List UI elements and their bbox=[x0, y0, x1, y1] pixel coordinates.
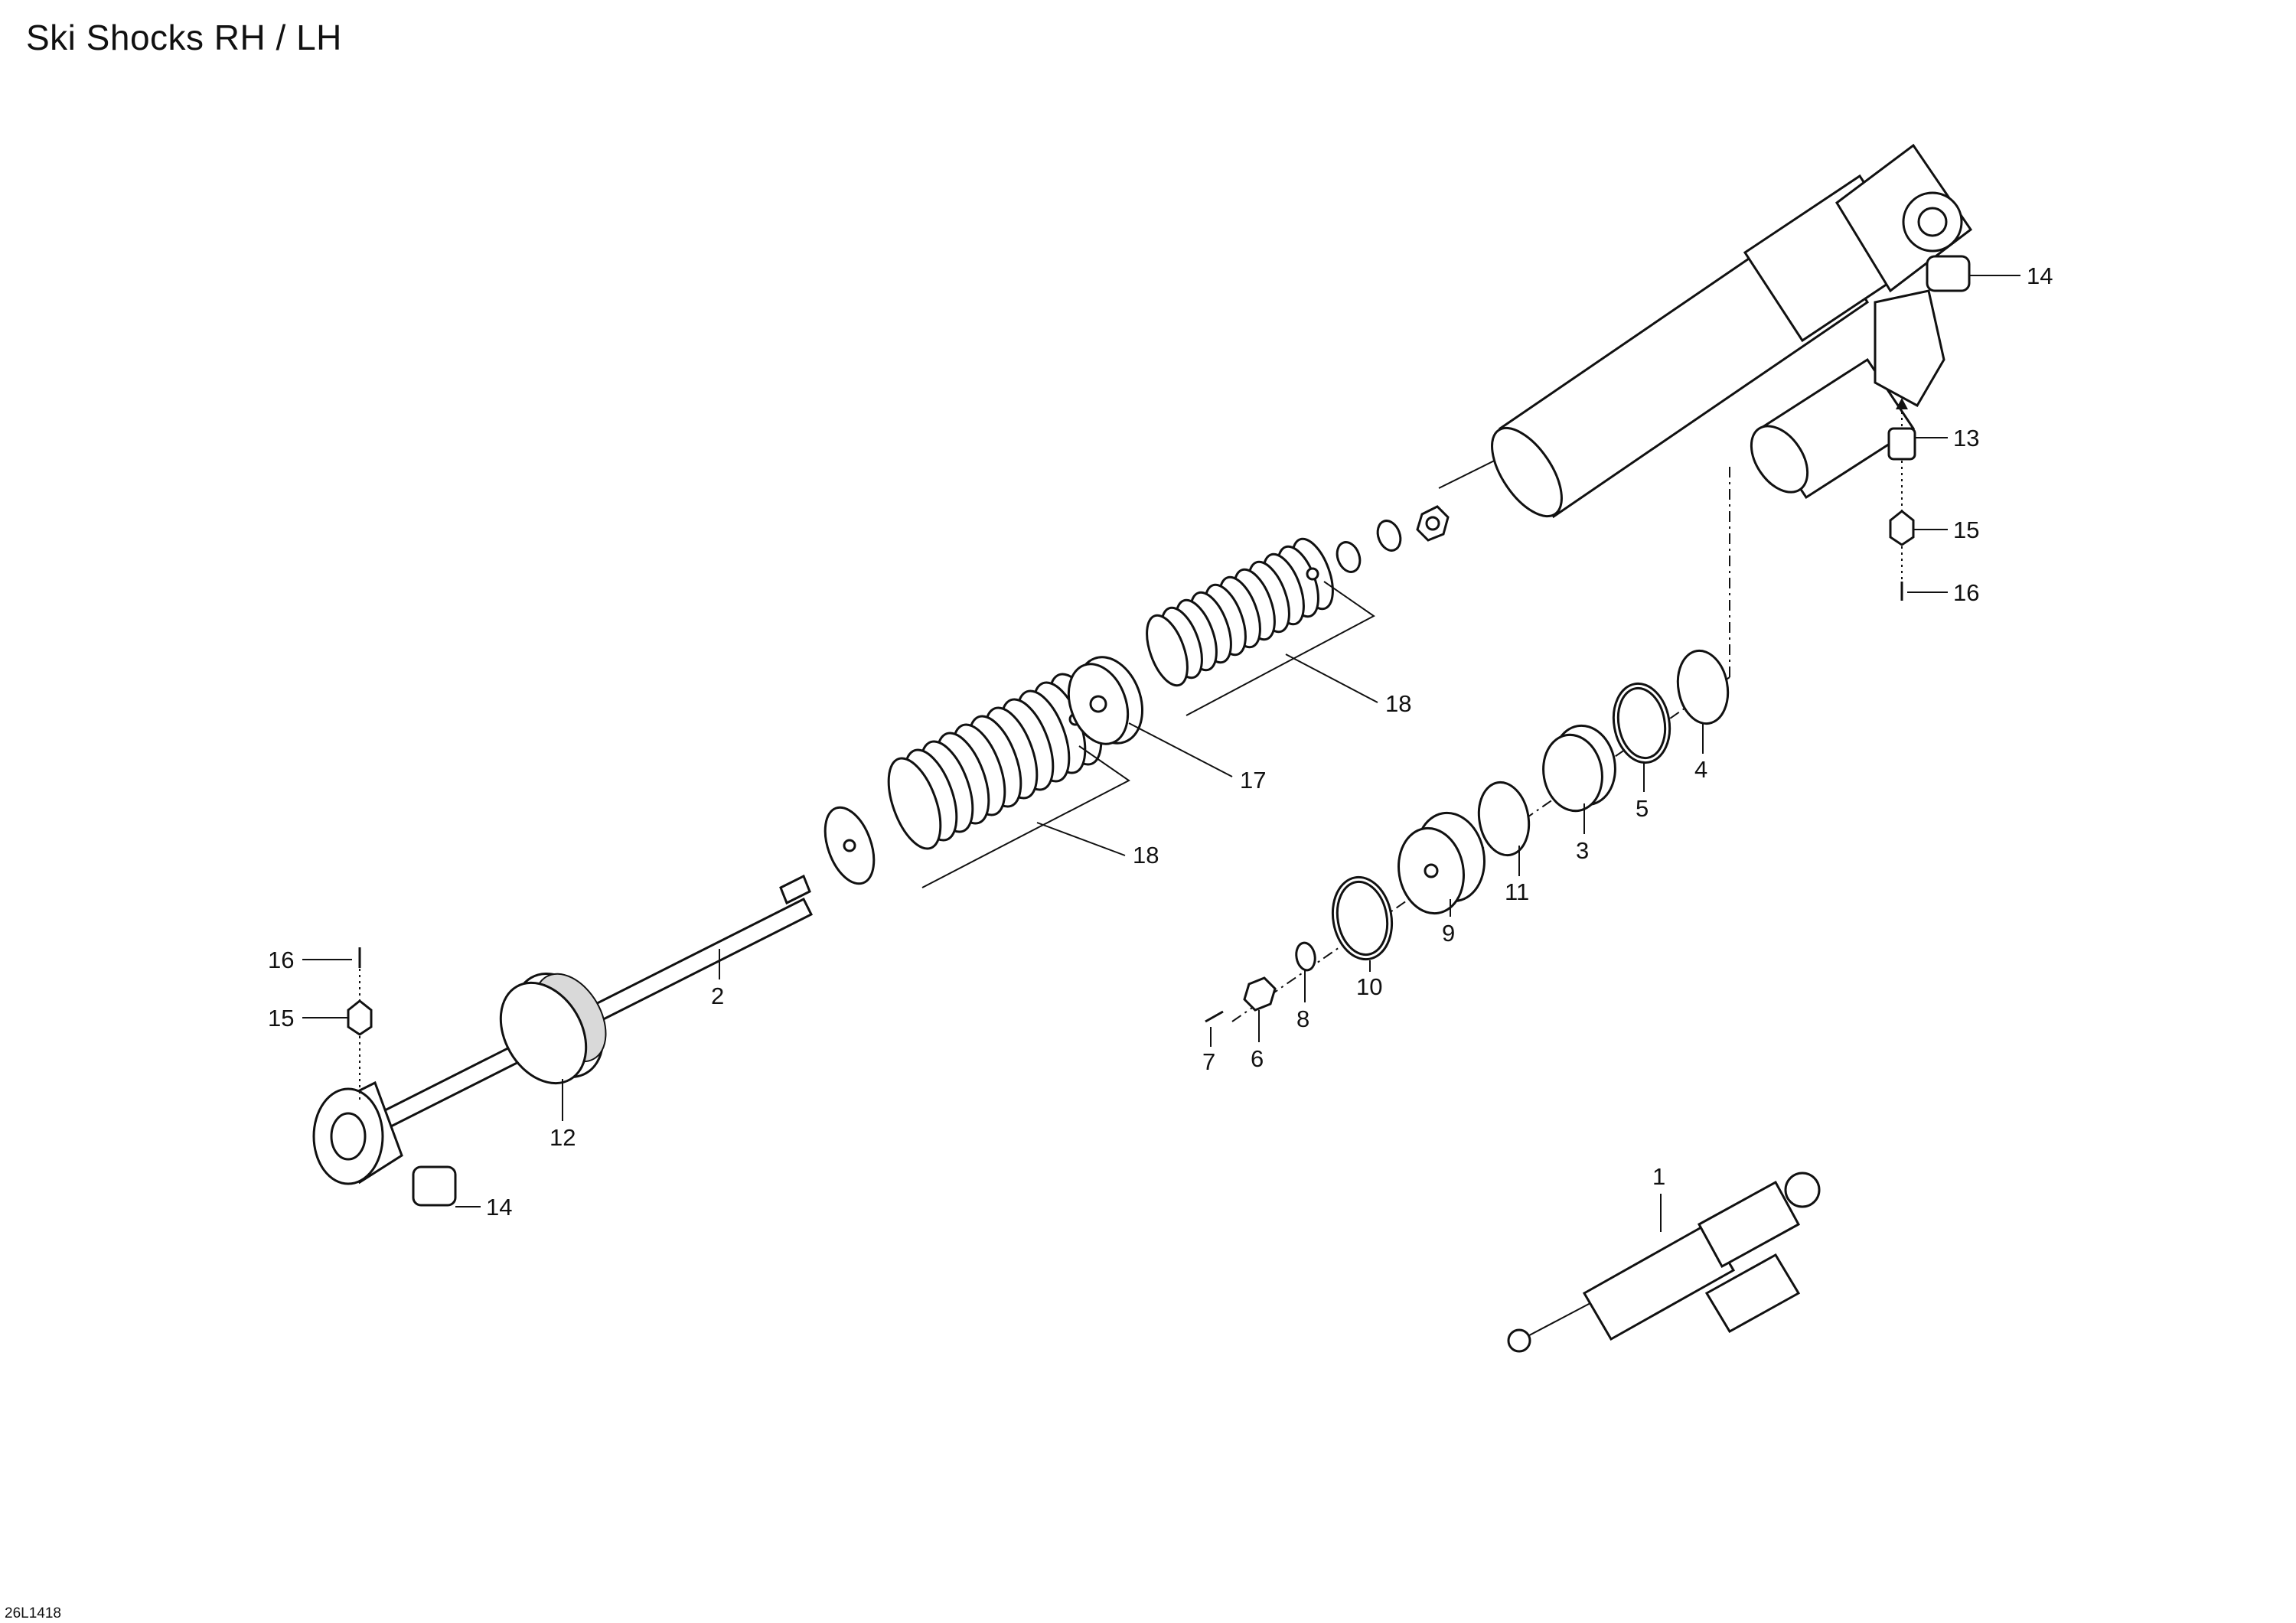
callout-6: 6 bbox=[1251, 1045, 1264, 1072]
callout-14-top: 14 bbox=[2027, 262, 2053, 289]
figure-code: 26L1418 bbox=[5, 1605, 61, 1621]
callout-18-upper: 18 bbox=[1385, 690, 1411, 717]
callout-15-low: 15 bbox=[268, 1005, 294, 1031]
callout-11: 11 bbox=[1505, 878, 1529, 905]
spring-coil bbox=[1146, 614, 1189, 687]
hardware-upper bbox=[1887, 255, 1971, 601]
callout-14-low: 14 bbox=[486, 1194, 512, 1221]
callout-7: 7 bbox=[1202, 1048, 1215, 1075]
callout-10: 10 bbox=[1356, 973, 1382, 1000]
callout-1: 1 bbox=[1652, 1163, 1665, 1190]
diagram-title: Ski Shocks RH / LH bbox=[26, 18, 342, 57]
callout-18-lower: 18 bbox=[1133, 842, 1159, 869]
callout-5: 5 bbox=[1636, 795, 1649, 822]
washer-stack bbox=[1336, 505, 1450, 573]
hardware-lower bbox=[347, 947, 457, 1207]
piston-rod bbox=[312, 874, 814, 1185]
callout-17: 17 bbox=[1240, 767, 1266, 794]
piston-group bbox=[1205, 463, 1730, 1023]
callout-16-low: 16 bbox=[268, 947, 294, 973]
spring-coil bbox=[887, 757, 942, 850]
assembly-overview bbox=[1507, 1172, 1821, 1353]
callout-15-top: 15 bbox=[1953, 517, 1979, 543]
spring-center-hole bbox=[1306, 567, 1319, 581]
callout-labels: 14 13 15 16 18 17 18 4 5 3 11 9 10 8 6 7… bbox=[268, 262, 2053, 1221]
spacer-17 bbox=[1067, 656, 1144, 745]
callout-3: 3 bbox=[1576, 837, 1589, 864]
callout-2: 2 bbox=[711, 983, 724, 1009]
spring-upper bbox=[1146, 537, 1334, 687]
callout-4: 4 bbox=[1694, 756, 1707, 783]
shock-body bbox=[1438, 143, 1973, 519]
callout-12: 12 bbox=[550, 1124, 576, 1151]
callout-13: 13 bbox=[1953, 425, 1979, 451]
callout-9: 9 bbox=[1442, 920, 1455, 947]
callout-8: 8 bbox=[1296, 1005, 1309, 1032]
callout-16-top: 16 bbox=[1953, 579, 1979, 606]
spring-lower bbox=[823, 673, 1103, 885]
leader-lines bbox=[302, 275, 2020, 1232]
